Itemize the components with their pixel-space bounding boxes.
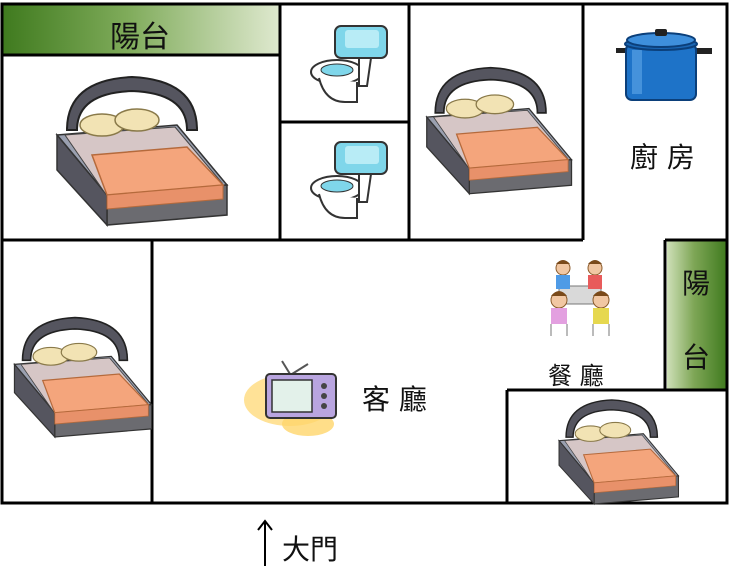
bed-icon xyxy=(425,66,573,195)
toilet-icon xyxy=(310,141,388,219)
bed-icon xyxy=(56,76,228,226)
balcony-top-area xyxy=(2,4,280,55)
balcony-top-label: 陽台 xyxy=(110,20,170,55)
kitchen-label: 廚 房 xyxy=(630,141,695,174)
balcony-right-label-top: 陽 xyxy=(682,267,711,300)
living-room-label: 客 廳 xyxy=(362,383,427,416)
toilet-icon xyxy=(310,25,388,103)
balcony-right-area xyxy=(667,241,727,389)
cooking-pot-icon xyxy=(616,29,712,101)
bed-icon xyxy=(558,399,680,505)
balcony-right-label-bottom: 台 xyxy=(682,341,711,374)
television-icon xyxy=(244,360,337,436)
arrow-up-icon xyxy=(257,519,273,566)
bed-icon xyxy=(13,316,153,438)
dining-room-label: 餐 廳 xyxy=(548,362,604,390)
main-door-label: 大門 xyxy=(282,533,339,566)
dining-people-icon xyxy=(550,260,610,336)
